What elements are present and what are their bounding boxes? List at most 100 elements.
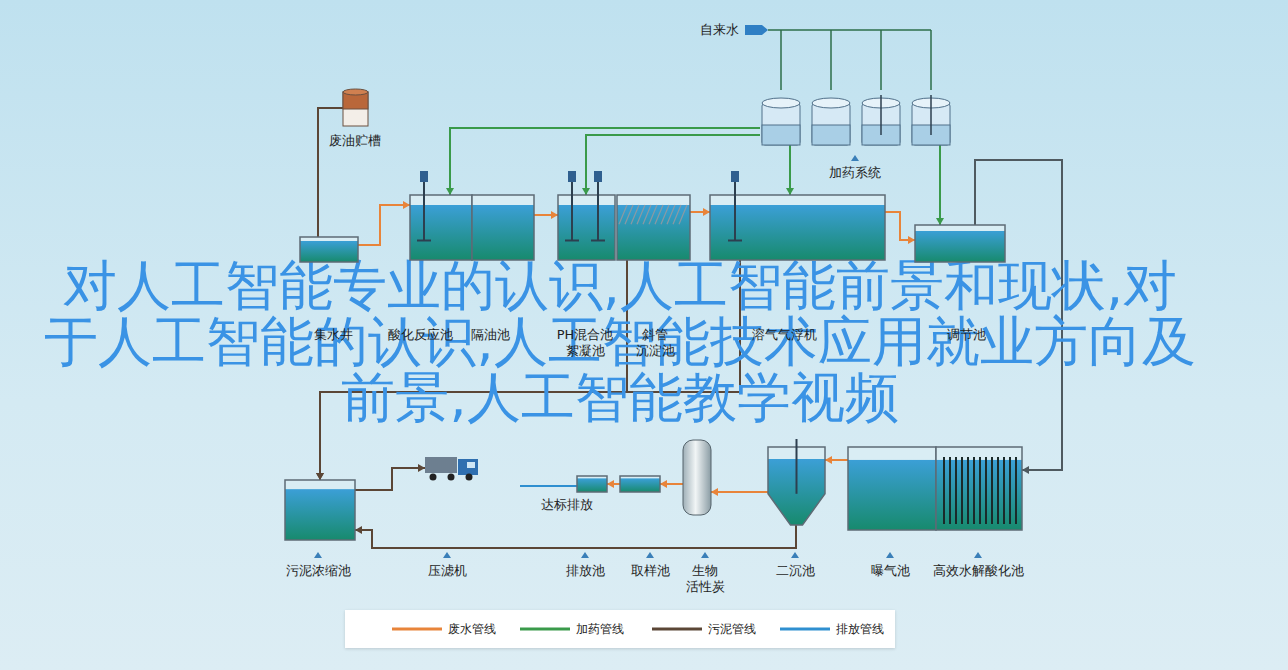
unit-label: 生物 活性炭 xyxy=(686,563,725,595)
pipe-arrowhead xyxy=(1022,466,1029,474)
pipe-connector xyxy=(446,128,760,195)
pipe-connector xyxy=(355,525,796,548)
unit-drawing xyxy=(620,476,660,492)
process-unit: 二沉池 xyxy=(768,447,825,525)
pipe-connector xyxy=(786,145,794,195)
pipe-arrowhead xyxy=(551,211,558,219)
legend-text: 废水管线 xyxy=(448,621,496,638)
inlet-arrow xyxy=(745,25,768,35)
legend-line xyxy=(520,626,570,632)
flow-label: 自来水 xyxy=(700,22,739,38)
pipe-arrowhead xyxy=(403,201,410,209)
legend-text: 污泥管线 xyxy=(708,621,756,638)
legend-text: 加药管线 xyxy=(576,621,624,638)
process-unit: 溶气气浮机 xyxy=(710,195,885,260)
process-unit: 斜管 沉淀池 xyxy=(617,195,690,260)
legend-item: 污泥管线 xyxy=(652,610,756,648)
process-unit: 生物 活性炭 xyxy=(683,440,711,515)
legend-item: 加药管线 xyxy=(520,610,624,648)
unit-drawing xyxy=(577,476,607,492)
pipe-connector xyxy=(690,208,710,216)
unit-drawing xyxy=(683,440,711,515)
pipe-line xyxy=(358,205,410,245)
pipe-arrowhead xyxy=(825,456,832,464)
pipe-connector xyxy=(607,480,620,488)
pipe-arrowhead xyxy=(711,488,718,496)
pipe-connector xyxy=(660,480,683,488)
pipe-connector xyxy=(534,211,558,219)
pipe-line xyxy=(355,525,796,548)
pipe-arrowhead xyxy=(418,464,425,472)
pipe-arrowhead xyxy=(316,473,324,480)
legend-item: 排放管线 xyxy=(780,610,884,648)
unit-label: 废油贮槽 xyxy=(329,133,381,149)
process-unit: 酸化反应池 xyxy=(410,195,472,260)
pipe-line xyxy=(450,128,760,195)
legend-line xyxy=(652,626,702,632)
unit-drawing xyxy=(915,225,1005,262)
unit-label: 调节池 xyxy=(947,327,986,343)
unit-drawing xyxy=(936,447,1022,530)
discharge-pipe xyxy=(520,485,577,487)
pipe-arrowhead xyxy=(316,473,324,480)
unit-label: PH混合池 絮凝池 xyxy=(557,327,614,359)
pipe-arrowhead xyxy=(936,218,944,225)
legend-line xyxy=(392,626,442,632)
unit-drawing xyxy=(410,195,472,260)
unit-drawing xyxy=(300,237,358,262)
tapwater-pipes xyxy=(768,30,931,90)
process-unit: 排放池 xyxy=(577,476,607,492)
unit-drawing xyxy=(285,480,355,540)
pipe-connector xyxy=(318,108,343,237)
unit-drawing xyxy=(472,195,534,260)
pipe-arrowhead xyxy=(908,236,915,244)
pipe-line xyxy=(939,145,941,225)
pipe-line xyxy=(586,135,760,195)
unit-label: 溶气气浮机 xyxy=(752,327,817,343)
unit-label: 酸化反应池 xyxy=(388,327,453,343)
process-unit: 污泥浓缩池 xyxy=(285,480,355,540)
unit-label: 高效水解酸化池 xyxy=(933,563,1024,579)
legend-line xyxy=(780,626,830,632)
unit-drawing xyxy=(343,92,368,126)
pipe-connector xyxy=(355,464,425,490)
process-unit: 隔油池 xyxy=(472,195,534,260)
pipe-connector xyxy=(582,135,760,195)
pipe-connector xyxy=(711,488,768,496)
unit-drawing xyxy=(760,95,950,145)
unit-drawing xyxy=(617,195,690,260)
pipe-arrowhead xyxy=(607,480,614,488)
process-unit: 取样池 xyxy=(620,476,660,492)
process-unit: 高效水解酸化池 xyxy=(936,447,1022,530)
pipe-line xyxy=(885,212,915,240)
process-unit: 加药系统 xyxy=(760,95,950,145)
unit-label: 污泥浓缩池 xyxy=(286,563,351,579)
legend-item: 废水管线 xyxy=(392,610,496,648)
flow-label: 达标排放 xyxy=(541,497,593,513)
pipe-arrowhead xyxy=(660,480,667,488)
pipe-line xyxy=(318,108,343,237)
process-unit: 曝气池 xyxy=(848,447,936,530)
pipe-line xyxy=(789,145,791,195)
pipe-arrowhead xyxy=(582,188,590,195)
unit-drawing xyxy=(768,447,825,525)
pipe-connector xyxy=(936,145,944,225)
watermark-text: 对人工智能专业的认识,人工智能前景和现状,对 于人工智能的认识,人工智能技术应用… xyxy=(0,258,1240,426)
pipe-connector xyxy=(885,212,915,244)
unit-label: 斜管 沉淀池 xyxy=(636,327,675,359)
unit-label: 压滤机 xyxy=(428,563,467,579)
pipe-arrowhead xyxy=(446,188,454,195)
unit-label: 隔油池 xyxy=(471,327,510,343)
pipe-arrowhead xyxy=(786,188,794,195)
process-unit: 调节池 xyxy=(915,225,1005,262)
unit-drawing xyxy=(558,195,615,260)
unit-drawing xyxy=(425,455,480,480)
pipe-line xyxy=(355,468,425,490)
unit-drawing xyxy=(710,195,885,260)
unit-label: 集水井 xyxy=(314,327,353,343)
process-unit: 集水井 xyxy=(300,237,358,262)
unit-label: 加药系统 xyxy=(829,165,881,181)
unit-drawing xyxy=(848,447,936,530)
pipe-line xyxy=(711,491,768,493)
